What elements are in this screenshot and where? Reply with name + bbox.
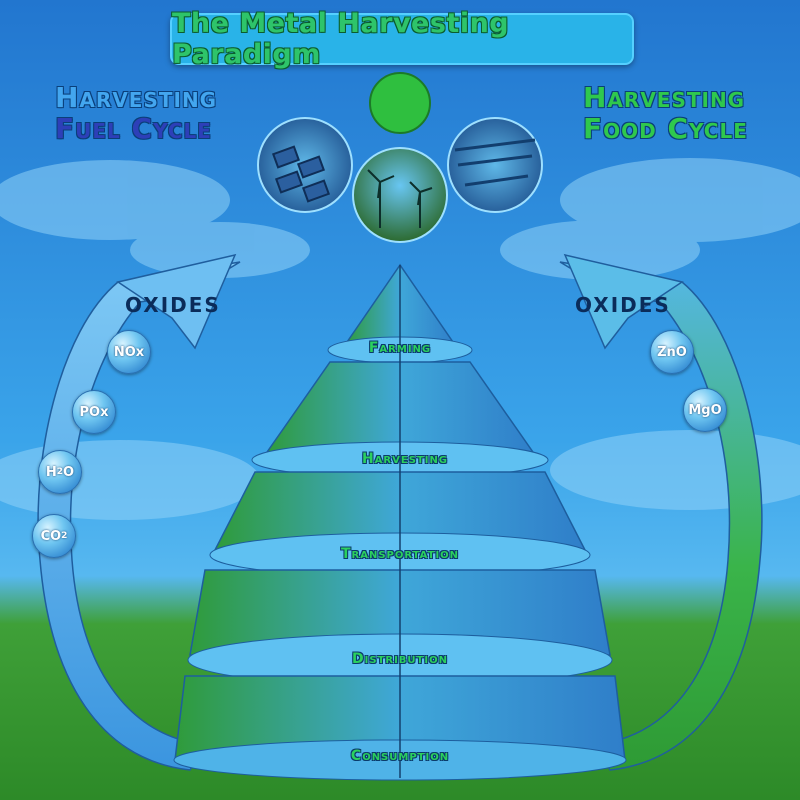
fuel-cycle-arrow [116,253,237,350]
tier-label-consumption: Consumption [350,748,450,764]
fuel-cycle-label: Harvesting Fuel Cycle [55,82,217,144]
oxide-nox-text: NOx [113,344,145,360]
solar-panel-shapes [271,145,331,203]
food-cycle-line1: Harvesting [583,81,746,114]
oxide-bubble-mgo: MgO [683,388,727,432]
tier-label-farming: Farming [368,340,432,356]
oxide-bubble-pox: POx [72,390,116,434]
tier-label-harvesting: Harvesting [361,451,449,467]
oxide-zno-text: ZnO [657,344,687,360]
tier-label-transportation: Transportation [340,546,460,562]
oxide-co2-sub: 2 [61,531,68,541]
wind-turbine-photo-icon [352,147,448,243]
oxide-co2-base: CO [40,528,62,544]
harvesting-cone [173,263,627,781]
fuel-cycle-arc [37,261,241,771]
hydro-dam-shapes [454,138,536,187]
food-cycle-label: Harvesting Food Cycle [583,82,748,144]
oxide-mgo-text: MgO [688,402,722,418]
oxide-bubble-zno: ZnO [650,330,694,374]
top-green-circle-icon [369,72,431,134]
oxides-label-right: OXIDES [575,293,671,317]
fuel-cycle-line1: Harvesting [55,81,218,114]
oxide-h2o-sub: 2 [56,467,64,477]
oxide-h2o-tail: O [63,464,75,480]
oxides-label-left: OXIDES [125,293,221,317]
food-cycle-arrow [563,253,684,350]
oxide-pox-text: POx [79,404,109,420]
oxide-bubble-nox: NOx [107,330,151,374]
oxide-h2o-base: H [45,464,57,480]
fuel-cycle-line2: Fuel Cycle [55,112,212,145]
diagram-title: The Metal Harvesting Paradigm [172,8,510,70]
tier-label-distribution: Distribution [352,651,448,667]
title-banner: The Metal Harvesting Paradigm [170,8,634,70]
wind-turbine-shapes [367,169,433,228]
food-cycle-line2: Food Cycle [583,112,748,145]
